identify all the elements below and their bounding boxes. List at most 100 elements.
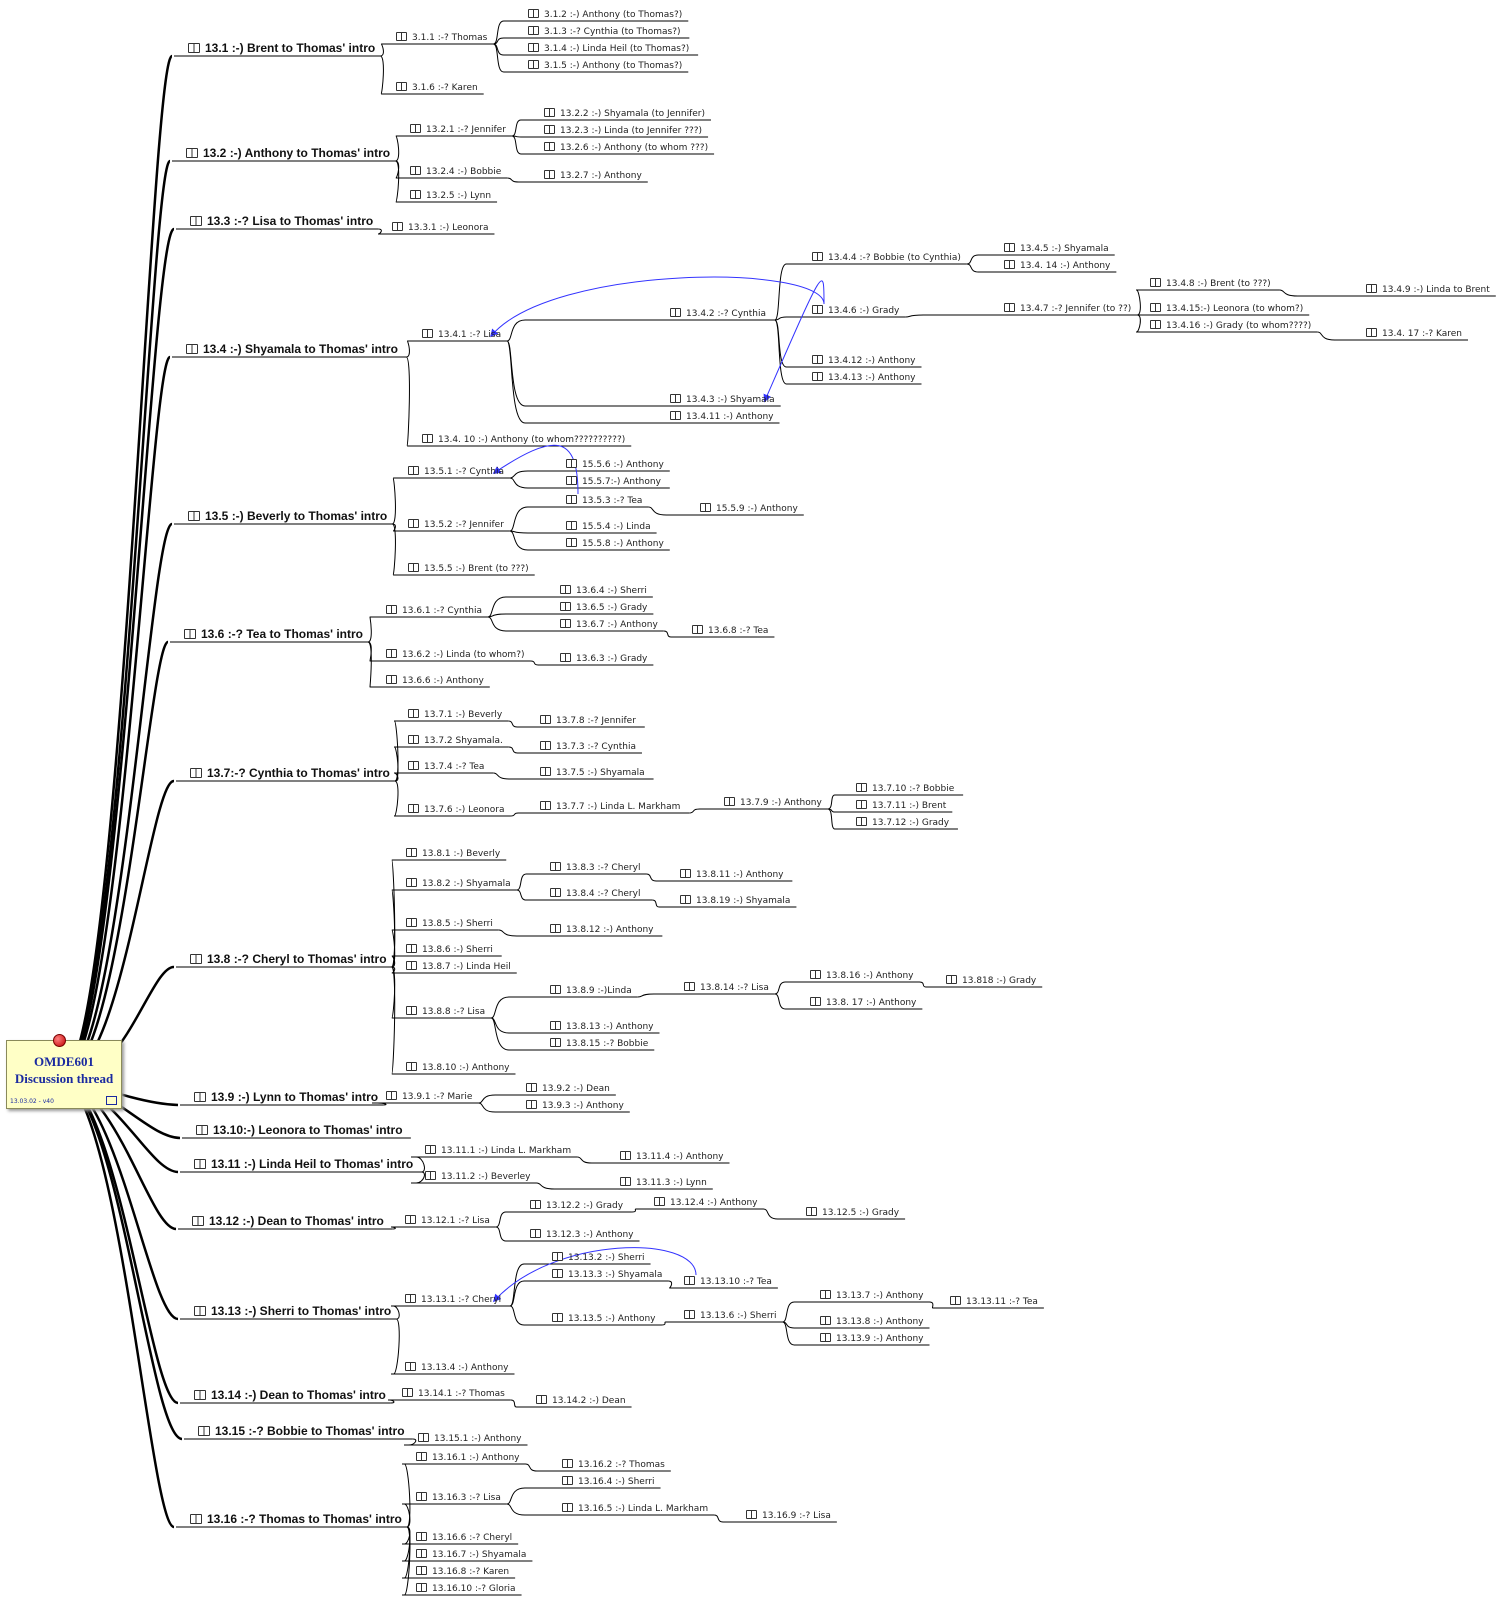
reply-node[interactable]: 13.6.4 :-) Sherri — [560, 585, 647, 597]
reply-node[interactable]: 13.16.6 :-? Cheryl — [416, 1532, 512, 1544]
reply-node[interactable]: 13.13.2 :-) Sherri — [552, 1252, 645, 1264]
reply-node[interactable]: 13.2.6 :-) Anthony (to whom ???) — [544, 142, 708, 154]
reply-node[interactable]: 13.13.5 :-) Anthony — [552, 1313, 656, 1325]
reply-node[interactable]: 13.6.5 :-) Grady — [560, 602, 647, 614]
reply-node[interactable]: 13.16.7 :-) Shyamala — [416, 1549, 526, 1561]
reply-node[interactable]: 13.6.8 :-? Tea — [692, 625, 768, 637]
reply-node[interactable]: 13.8.5 :-) Sherri — [406, 918, 493, 930]
reply-node[interactable]: 3.1.4 :-) Linda Heil (to Thomas?) — [528, 43, 689, 55]
reply-node[interactable]: 13.4. 14 :-) Anthony — [1004, 260, 1110, 272]
topic-node[interactable]: 13.3 :-? Lisa to Thomas' intro — [190, 214, 373, 228]
reply-node[interactable]: 13.2.5 :-) Lynn — [410, 190, 491, 202]
reply-node[interactable]: 13.8.15 :-? Bobbie — [550, 1038, 648, 1050]
reply-node[interactable]: 13.6.7 :-) Anthony — [560, 619, 658, 631]
reply-node[interactable]: 13.8.4 :-? Cheryl — [550, 888, 640, 900]
reply-node[interactable]: 13.8.19 :-) Shyamala — [680, 895, 790, 907]
reply-node[interactable]: 15.5.9 :-) Anthony — [700, 503, 798, 515]
reply-node[interactable]: 13.12.1 :-? Lisa — [405, 1215, 490, 1227]
reply-node[interactable]: 13.3.1 :-) Leonora — [392, 222, 488, 234]
topic-node[interactable]: 13.9 :-) Lynn to Thomas' intro — [194, 1090, 378, 1104]
reply-node[interactable]: 13.4.8 :-) Brent (to ???) — [1150, 278, 1271, 290]
reply-node[interactable]: 13.7.10 :-? Bobbie — [856, 783, 954, 795]
topic-node[interactable]: 13.13 :-) Sherri to Thomas' intro — [194, 1304, 391, 1318]
reply-node[interactable]: 3.1.1 :-? Thomas — [396, 32, 487, 44]
reply-node[interactable]: 13.2.4 :-) Bobbie — [410, 166, 501, 178]
reply-node[interactable]: 13.8.7 :-) Linda Heil — [406, 961, 511, 973]
reply-node[interactable]: 13.4.1 :-? Lisa — [422, 329, 501, 341]
root-topic-node[interactable]: OMDE601 Discussion thread 13.03.02 - v40 — [6, 1034, 122, 1109]
reply-node[interactable]: 13.16.4 :-) Sherri — [562, 1476, 655, 1488]
reply-node[interactable]: 13.818 :-) Grady — [946, 975, 1036, 987]
reply-node[interactable]: 13.16.9 :-? Lisa — [746, 1510, 831, 1522]
reply-node[interactable]: 13.5.1 :-? Cynthia — [408, 466, 504, 478]
reply-node[interactable]: 13.16.8 :-? Karen — [416, 1566, 509, 1578]
reply-node[interactable]: 13.4.11 :-) Anthony — [670, 411, 774, 423]
reply-node[interactable]: 13.2.7 :-) Anthony — [544, 170, 642, 182]
reply-node[interactable]: 13.13.8 :-) Anthony — [820, 1316, 924, 1328]
reply-node[interactable]: 13.13.1 :-? Cheryl — [405, 1294, 501, 1306]
reply-node[interactable]: 13.8.12 :-) Anthony — [550, 924, 654, 936]
reply-node[interactable]: 13.16.10 :-? Gloria — [416, 1583, 516, 1595]
reply-node[interactable]: 13.4.13 :-) Anthony — [812, 372, 916, 384]
reply-node[interactable]: 13.13.9 :-) Anthony — [820, 1333, 924, 1345]
reply-node[interactable]: 13.13.7 :-) Anthony — [820, 1290, 924, 1302]
reply-node[interactable]: 13.6.1 :-? Cynthia — [386, 605, 482, 617]
reply-node[interactable]: 13.11.4 :-) Anthony — [620, 1151, 724, 1163]
reply-node[interactable]: 13.11.2 :-) Beverley — [425, 1171, 531, 1183]
reply-node[interactable]: 13.2.1 :-? Jennifer — [410, 124, 506, 136]
reply-node[interactable]: 13.13.4 :-) Anthony — [405, 1362, 509, 1374]
reply-node[interactable]: 13.16.3 :-? Lisa — [416, 1492, 501, 1504]
reply-node[interactable]: 13.4.3 :-) Shyamala — [670, 394, 775, 406]
reply-node[interactable]: 13.9.2 :-) Dean — [526, 1083, 610, 1095]
reply-node[interactable]: 13.7.9 :-) Anthony — [724, 797, 822, 809]
reply-node[interactable]: 13.13.10 :-? Tea — [684, 1276, 772, 1288]
reply-node[interactable]: 15.5.6 :-) Anthony — [566, 459, 664, 471]
reply-node[interactable]: 13.4.12 :-) Anthony — [812, 355, 916, 367]
reply-node[interactable]: 13.4.16 :-) Grady (to whom????) — [1150, 320, 1311, 332]
reply-node[interactable]: 13.7.7 :-) Linda L. Markham — [540, 801, 680, 813]
reply-node[interactable]: 13.5.3 :-? Tea — [566, 495, 642, 507]
reply-node[interactable]: 13.4.6 :-) Grady — [812, 305, 899, 317]
reply-node[interactable]: 13.8.16 :-) Anthony — [810, 970, 914, 982]
reply-node[interactable]: 13.2.3 :-) Linda (to Jennifer ???) — [544, 125, 702, 137]
topic-node[interactable]: 13.16 :-? Thomas to Thomas' intro — [190, 1512, 402, 1526]
reply-node[interactable]: 13.4. 17 :-? Karen — [1366, 328, 1462, 340]
topic-node[interactable]: 13.10:-) Leonora to Thomas' intro — [196, 1123, 403, 1137]
reply-node[interactable]: 3.1.5 :-) Anthony (to Thomas?) — [528, 60, 682, 72]
reply-node[interactable]: 13.4.4 :-? Bobbie (to Cynthia) — [812, 252, 961, 264]
reply-node[interactable]: 13.14.2 :-) Dean — [536, 1395, 626, 1407]
reply-node[interactable]: 13.7.11 :-) Brent — [856, 800, 946, 812]
reply-node[interactable]: 13.7.8 :-? Jennifer — [540, 715, 636, 727]
topic-node[interactable]: 13.14 :-) Dean to Thomas' intro — [194, 1388, 386, 1402]
reply-node[interactable]: 13.4.7 :-? Jennifer (to ??) — [1004, 303, 1131, 315]
reply-node[interactable]: 13.8.14 :-? Lisa — [684, 982, 769, 994]
reply-node[interactable]: 13.4.2 :-? Cynthia — [670, 308, 766, 320]
reply-node[interactable]: 13.16.2 :-? Thomas — [562, 1459, 665, 1471]
topic-node[interactable]: 13.1 :-) Brent to Thomas' intro — [188, 41, 375, 55]
topic-node[interactable]: 13.7:-? Cynthia to Thomas' intro — [190, 766, 390, 780]
reply-node[interactable]: 13.6.3 :-) Grady — [560, 653, 647, 665]
reply-node[interactable]: 13.7.5 :-) Shyamala — [540, 767, 645, 779]
reply-node[interactable]: 13.4.9 :-) Linda to Brent — [1366, 284, 1490, 296]
reply-node[interactable]: 15.5.7:-) Anthony — [566, 476, 661, 488]
reply-node[interactable]: 13.13.6 :-) Sherri — [684, 1310, 777, 1322]
topic-node[interactable]: 13.5 :-) Beverly to Thomas' intro — [188, 509, 387, 523]
reply-node[interactable]: 13.16.1 :-) Anthony — [416, 1452, 520, 1464]
reply-node[interactable]: 13.7.6 :-) Leonora — [408, 804, 504, 816]
reply-node[interactable]: 13.8.9 :-)Linda — [550, 985, 632, 997]
reply-node[interactable]: 3.1.6 :-? Karen — [396, 82, 478, 94]
topic-node[interactable]: 13.8 :-? Cheryl to Thomas' intro — [190, 952, 387, 966]
reply-node[interactable]: 13.7.2 Shyamala. — [408, 735, 503, 747]
topic-node[interactable]: 13.2 :-) Anthony to Thomas' intro — [186, 146, 390, 160]
reply-node[interactable]: 13.11.3 :-) Lynn — [620, 1177, 707, 1189]
reply-node[interactable]: 13.8.13 :-) Anthony — [550, 1021, 654, 1033]
reply-node[interactable]: 13.8.3 :-? Cheryl — [550, 862, 640, 874]
reply-node[interactable]: 13.8.8 :-? Lisa — [406, 1006, 485, 1018]
topic-node[interactable]: 13.11 :-) Linda Heil to Thomas' intro — [194, 1157, 413, 1171]
reply-node[interactable]: 13.8. 17 :-) Anthony — [810, 997, 916, 1009]
reply-node[interactable]: 13.14.1 :-? Thomas — [402, 1388, 505, 1400]
reply-node[interactable]: 13.4.15:-) Leonora (to whom?) — [1150, 303, 1303, 315]
reply-node[interactable]: 15.5.8 :-) Anthony — [566, 538, 664, 550]
reply-node[interactable]: 3.1.3 :-? Cynthia (to Thomas?) — [528, 26, 680, 38]
reply-node[interactable]: 13.6.6 :-) Anthony — [386, 675, 484, 687]
